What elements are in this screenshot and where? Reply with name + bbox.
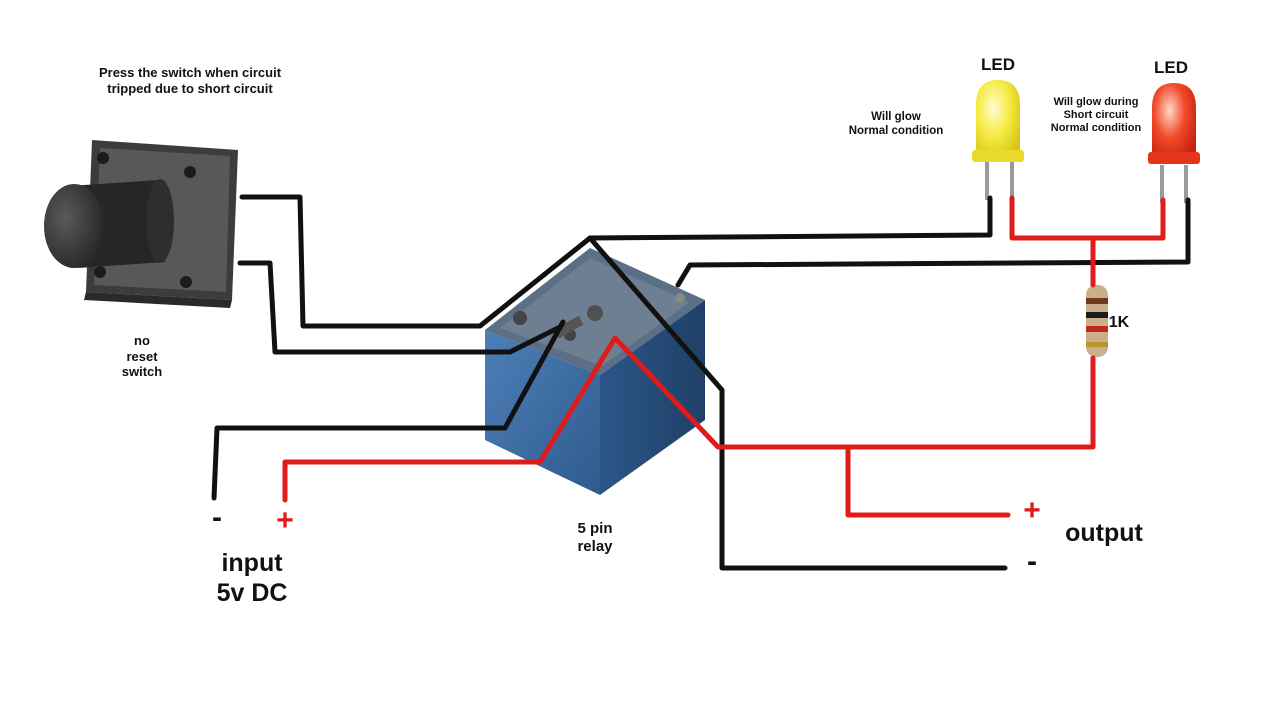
wire-input-plus — [282, 335, 1096, 503]
input-plus-sign: + — [276, 504, 294, 537]
wire-led-anodes — [1009, 195, 1166, 241]
push-button-switch-icon — [44, 140, 238, 308]
yellow-led-note: Will glow Normal condition — [848, 111, 944, 137]
input-minus-sign: - — [212, 501, 222, 534]
output-minus-sign: - — [1027, 545, 1037, 578]
wire-switch-top — [239, 194, 593, 329]
resistor-value-label: 1K — [1108, 314, 1130, 331]
red-led-note: Will glow during Short circuit Normal co… — [1050, 96, 1142, 135]
yellow-led-icon — [972, 80, 1024, 200]
relay-icon — [485, 248, 705, 495]
wire-output-plus — [845, 444, 1011, 518]
input-label: input 5v DC — [216, 549, 288, 607]
wire-output-minus — [587, 235, 1008, 571]
black-wires — [211, 194, 1191, 571]
yellow-led-title: LED — [981, 55, 1015, 74]
wire-input-minus — [211, 319, 566, 501]
relay-label: 5 pin relay — [577, 520, 613, 555]
switch-label: no reset switch — [121, 333, 163, 380]
red-led-icon — [1148, 83, 1200, 203]
resistor-icon — [1086, 285, 1108, 357]
wire-red-led-cathode — [675, 197, 1191, 288]
wire-yellow-led — [587, 195, 993, 241]
switch-instruction-note: Press the switch when circuit tripped du… — [98, 65, 282, 96]
output-label: output — [1065, 519, 1143, 547]
output-plus-sign: + — [1023, 494, 1041, 527]
wire-switch-bottom — [237, 260, 563, 355]
red-wires — [282, 195, 1166, 518]
red-led-title: LED — [1154, 58, 1188, 77]
